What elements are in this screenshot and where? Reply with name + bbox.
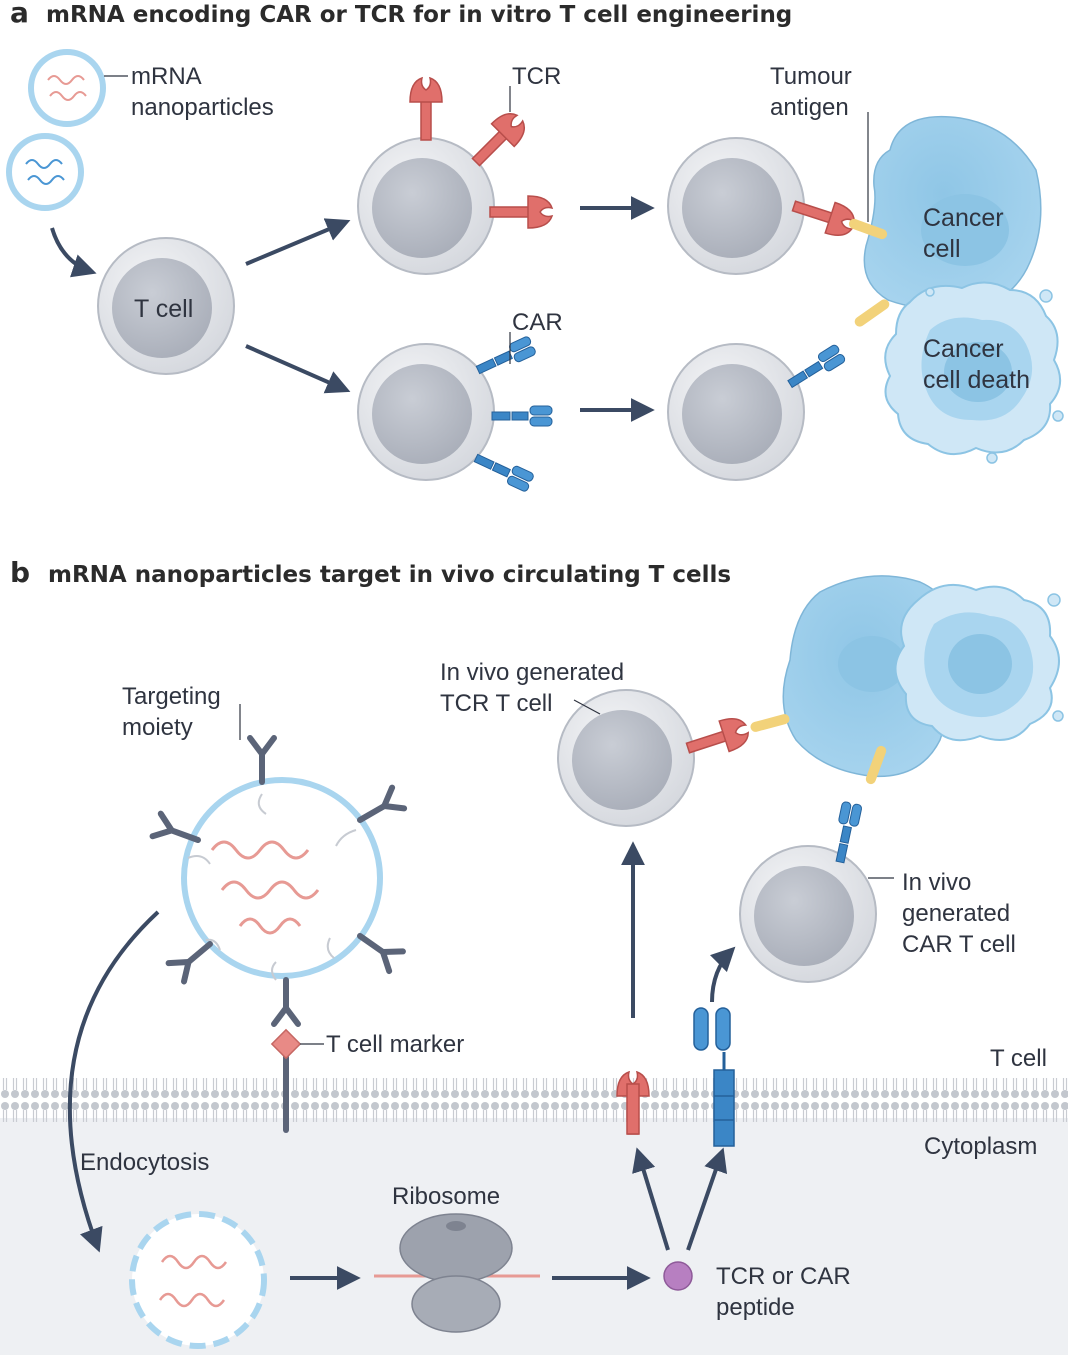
panel-a: a mRNA encoding CAR or TCR for in vitro …	[6, 0, 1064, 493]
dying-cancer-cell-b	[894, 583, 1064, 742]
peptide-label-line2: peptide	[716, 1294, 795, 1321]
tcr-label: TCR	[512, 63, 561, 90]
ribosome	[374, 1213, 540, 1333]
panel-a-letter: a	[10, 0, 29, 29]
cancer-death-label-line2: cell death	[923, 366, 1030, 394]
mrna-nanoparticle-red	[28, 49, 106, 127]
car-t-cell-label-line3: CAR T cell	[902, 931, 1016, 958]
cancer-death-label-line1: Cancer	[923, 335, 1004, 363]
panel-b: b mRNA nanoparticles target in vivo circ…	[0, 556, 1068, 1355]
car-label: CAR	[512, 309, 563, 336]
t-cell-marker-label: T cell marker	[326, 1031, 464, 1058]
panel-b-title: mRNA nanoparticles target in vivo circul…	[48, 562, 731, 588]
mrna-label-line1: mRNA	[131, 63, 202, 90]
engaged-car-t-cell-a	[667, 299, 890, 481]
antigen-label-line2: antigen	[770, 94, 849, 121]
t-cell-label-a: T cell	[134, 295, 193, 323]
uptake-arrow	[50, 227, 97, 278]
dying-cancer-cell-a	[884, 281, 1064, 464]
cancer-cell-label-line1: Cancer	[923, 204, 1004, 232]
in-vivo-car-t-cell	[739, 745, 887, 983]
car-t-cell-label-line1: In vivo	[902, 869, 971, 896]
peptide-label-line1: TCR or CAR	[716, 1263, 851, 1290]
mrna-nanoparticle-blue	[6, 133, 84, 211]
panel-a-title: mRNA encoding CAR or TCR for in vitro T …	[46, 2, 792, 28]
cell-membrane	[0, 1073, 1068, 1123]
arrow-peptide-to-tcr	[632, 1147, 670, 1251]
targeted-nanoparticle	[153, 738, 405, 1024]
arrow-to-tcr-cell	[245, 218, 351, 266]
engaged-tcr-t-cell-a	[667, 137, 888, 275]
arrow-to-car-t-cell	[709, 946, 736, 1003]
tcr-t-cell-a	[357, 77, 553, 275]
membrane-tcr	[616, 1071, 650, 1135]
targeting-moiety-line1: Targeting	[122, 683, 221, 710]
cancer-cell-a	[863, 115, 1042, 312]
tcr-t-cell-label-line1: In vivo generated	[440, 659, 624, 686]
t-cell-membrane-label: T cell	[990, 1045, 1047, 1072]
peptide-dot	[663, 1261, 693, 1291]
cytoplasm-label: Cytoplasm	[924, 1133, 1037, 1160]
in-vivo-tcr-t-cell	[557, 689, 790, 827]
antigen-label-line1: Tumour	[770, 63, 852, 90]
arrow-peptide-to-car	[686, 1147, 728, 1251]
targeting-moiety-line2: moiety	[122, 714, 193, 741]
tcr-t-cell-label-line2: TCR T cell	[440, 690, 552, 717]
membrane-car	[693, 1007, 735, 1147]
cancer-cell-label-line2: cell	[923, 235, 961, 263]
panel-b-letter: b	[10, 556, 30, 589]
ribosome-label: Ribosome	[392, 1183, 500, 1210]
endosome	[129, 1211, 267, 1349]
endocytosis-arrow	[67, 910, 160, 1253]
mrna-label-line2: nanoparticles	[131, 94, 274, 121]
endocytosis-label: Endocytosis	[80, 1149, 209, 1176]
car-t-cell-label-line2: generated	[902, 900, 1010, 927]
t-cell-a: T cell	[97, 237, 235, 375]
car-t-cell-a	[357, 335, 553, 493]
arrow-to-car-cell	[245, 344, 351, 394]
t-cell-marker	[270, 1028, 302, 1133]
